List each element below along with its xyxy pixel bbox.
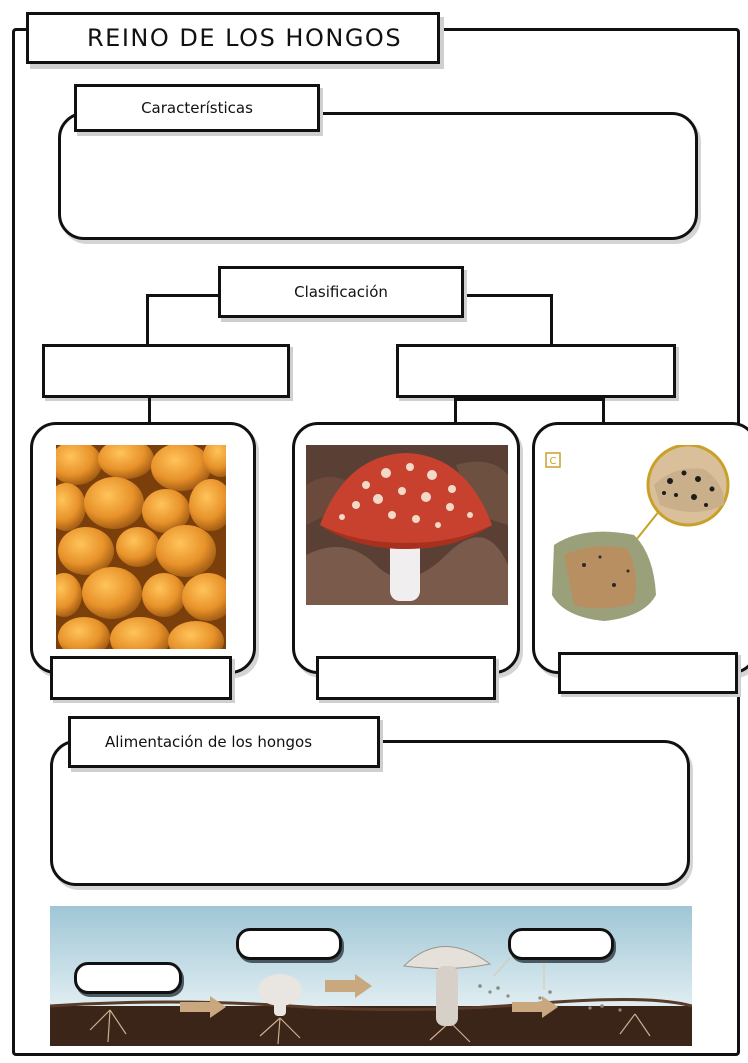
characteristics-label-text: Características bbox=[141, 99, 253, 117]
page-title: REINO DE LOS HONGOS bbox=[26, 12, 440, 64]
page-title-text: REINO DE LOS HONGOS bbox=[87, 24, 402, 52]
amanita-mushroom-photo bbox=[306, 445, 508, 605]
category-left-answer-box[interactable] bbox=[42, 344, 290, 398]
bread-mold-photo: C bbox=[544, 445, 740, 645]
mold-photo-badge: C bbox=[550, 456, 557, 467]
nutrition-label: Alimentación de los hongos bbox=[68, 716, 380, 768]
growth-stage-1-answer-box[interactable] bbox=[74, 962, 182, 994]
nutrition-label-text: Alimentación de los hongos bbox=[105, 733, 312, 751]
connector-right-branch bbox=[454, 398, 604, 401]
caption-mold-answer-box[interactable] bbox=[558, 652, 738, 694]
caption-yeast-answer-box[interactable] bbox=[50, 656, 232, 700]
caption-mushroom-answer-box[interactable] bbox=[316, 656, 496, 700]
growth-stage-2-answer-box[interactable] bbox=[236, 928, 342, 960]
classification-label: Clasificación bbox=[218, 266, 464, 318]
category-right-answer-box[interactable] bbox=[396, 344, 676, 398]
growth-stage-3-answer-box[interactable] bbox=[508, 928, 614, 960]
characteristics-label: Características bbox=[74, 84, 320, 132]
classification-label-text: Clasificación bbox=[294, 283, 388, 301]
yeast-cells-photo bbox=[56, 445, 226, 649]
